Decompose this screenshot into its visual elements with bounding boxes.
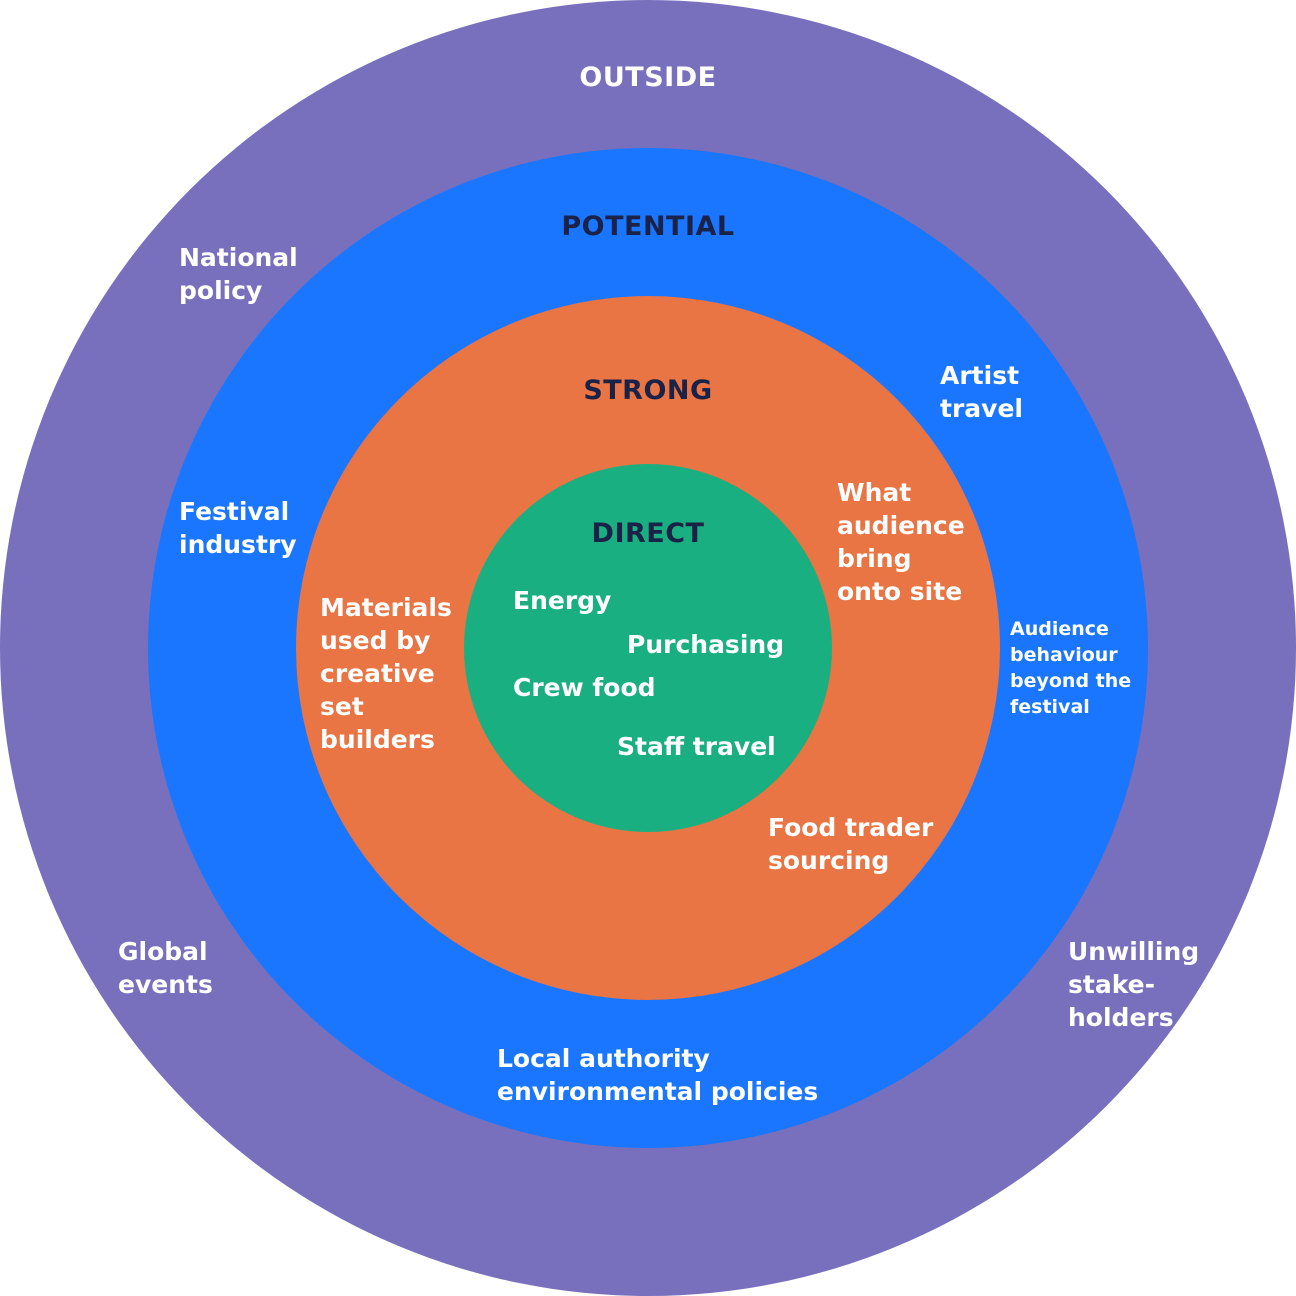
- label-materials-set-builders: Materials used by creative set builders: [320, 593, 452, 754]
- label-food-trader-sourcing: Food trader sourcing: [768, 813, 934, 875]
- label-audience-behaviour: Audience behaviour beyond the festival: [1010, 618, 1132, 718]
- ring-title-strong: STRONG: [583, 375, 713, 406]
- ring-title-direct: DIRECT: [591, 518, 705, 549]
- label-crew-food: Crew food: [513, 673, 656, 702]
- label-purchasing: Purchasing: [627, 630, 785, 659]
- label-energy: Energy: [513, 586, 612, 615]
- ring-title-potential: POTENTIAL: [561, 211, 735, 242]
- ring-direct: [464, 464, 832, 832]
- label-festival-industry: Festival industry: [179, 497, 297, 559]
- label-unwilling-stakeholders: Unwilling stake- holders: [1068, 937, 1200, 1032]
- label-audience-bring-onto-site: What audience bring onto site: [837, 478, 965, 606]
- label-global-events: Global events: [118, 937, 213, 999]
- label-local-authority-policies: Local authority environmental policies: [497, 1044, 819, 1106]
- ring-title-outside: OUTSIDE: [579, 62, 717, 93]
- label-national-policy: National policy: [179, 243, 298, 305]
- label-staff-travel: Staff travel: [617, 732, 776, 761]
- label-artist-travel: Artist travel: [940, 361, 1023, 423]
